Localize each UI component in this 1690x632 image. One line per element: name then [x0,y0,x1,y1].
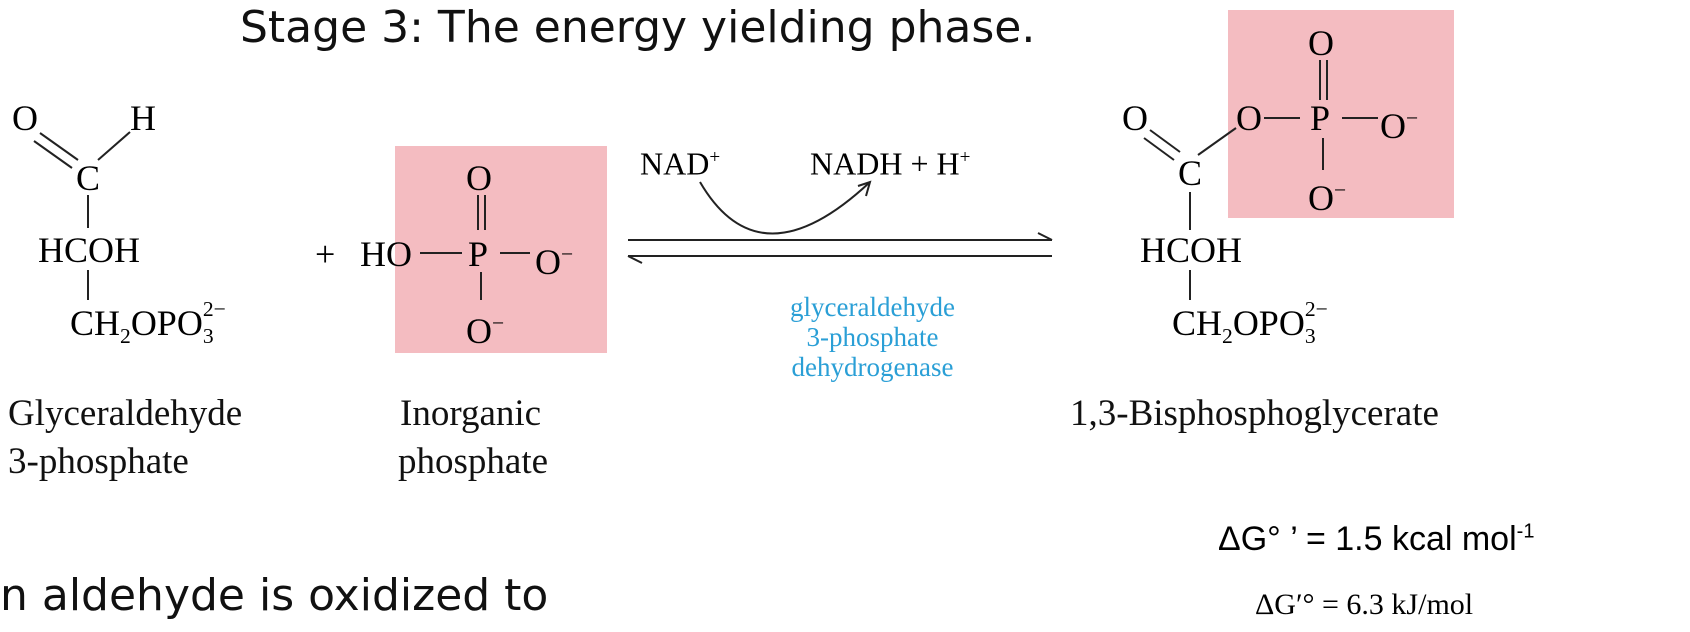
r2-oxygen-top: O [466,158,492,198]
r1-oxygen: O [12,98,38,138]
slide-title: Stage 3: The energy yielding phase. [240,2,1036,53]
r1-hcoh: HCOH [38,230,141,270]
enzyme-label: glyceraldehyde 3-phosphate dehydrogenase [720,292,1025,382]
r1-name-line2: 3-phosphate [8,441,189,482]
cofactor-curved-arrow [699,181,871,235]
p-phosphorus: P [1310,98,1331,138]
p-oxygen-right: O− [1380,106,1419,146]
delta-g-kj: ΔG′° = 6.3 kJ/mol [1255,588,1474,621]
product-bond-c-o-double-1 [1149,129,1181,153]
cofactor-nadh: NADH + H+ [810,145,971,182]
bond-c-o-double-1 [39,132,79,161]
reverse-arrow-head [627,255,643,264]
cofactor-curved-arrow-head [857,180,872,197]
enzyme-line1: glyceraldehyde [790,292,955,322]
bond-c-o-double-2 [33,140,73,169]
r2-phosphorus: P [468,234,489,274]
p-oxygen-carbonyl: O [1122,98,1148,138]
r1-name-line1: Glyceraldehyde [8,393,243,434]
product-bond-c-o-link [1197,127,1237,156]
r1-carbon: C [76,158,101,198]
p-carbon: C [1178,153,1203,193]
p-hcoh: HCOH [1140,230,1243,270]
product-bond-c-o-double-2 [1143,137,1175,161]
body-text-partial: n aldehyde is oxidized to [0,570,549,621]
r2-oxygen-right: O− [535,242,574,282]
p-oxygen-top: O [1308,23,1334,63]
r1-hydrogen: H [130,98,156,138]
phosphate-highlight-product [1228,10,1454,218]
bond-c-h [97,131,131,161]
cofactor-nad: NAD+ [640,145,721,182]
r2-ho: HO [360,234,412,274]
enzyme-line3: dehydrogenase [791,352,954,382]
product-name: 1,3-Bisphosphoglycerate [1070,393,1439,434]
enzyme-line2: 3-phosphate [806,322,939,352]
forward-arrow-head [1037,232,1053,241]
plus-sign: + [315,234,336,274]
r2-oxygen-bottom: O− [466,311,505,351]
delta-g-kcal: ΔG° ’ = 1.5 kcal mol-1 [1218,520,1535,558]
p-oxygen-link: O [1236,98,1262,138]
p-oxygen-bottom: O− [1308,178,1347,218]
r2-name-line2: phosphate [398,441,549,482]
r2-name-line1: Inorganic [400,393,542,434]
phosphate-highlight-reactant [395,146,607,353]
